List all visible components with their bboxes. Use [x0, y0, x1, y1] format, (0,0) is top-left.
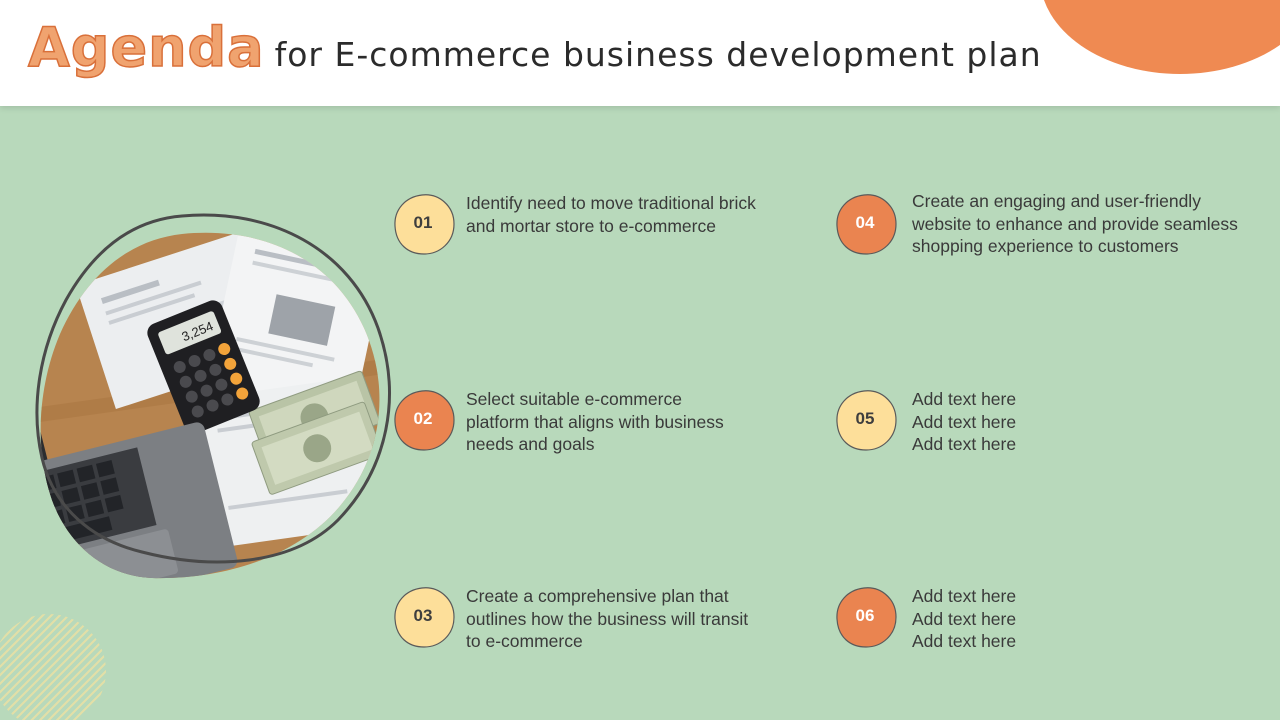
- agenda-text-line: Add text here: [912, 631, 1017, 651]
- agenda-text: Add text here Add text here Add text her…: [912, 585, 1280, 653]
- agenda-number: 02: [413, 409, 433, 428]
- agenda-number: 06: [855, 606, 875, 625]
- agenda-text-line: outlines how the business will transit: [466, 608, 749, 629]
- agenda-text-line: Add text here: [912, 608, 1017, 629]
- agenda-text-line: Create a comprehensive plan that: [466, 586, 729, 606]
- title-highlight: Agenda: [27, 15, 265, 80]
- header-decorative-blob: [1040, 0, 1280, 74]
- agenda-text: Create an engaging and user-friendly web…: [912, 190, 1280, 258]
- agenda-text-line: Add text here: [912, 586, 1017, 606]
- agenda-item-02: 02 Select suitable e-commerce platform t…: [392, 388, 762, 468]
- title-rest: for E-commerce business development plan: [274, 35, 1042, 74]
- agenda-badge-01: 01: [392, 192, 458, 258]
- agenda-badge-06: 06: [834, 585, 900, 651]
- agenda-number: 01: [413, 213, 433, 232]
- agenda-badge-04: 04: [834, 192, 900, 258]
- agenda-text-line: to e-commerce: [466, 631, 583, 651]
- decorative-striped-circle: [0, 614, 106, 720]
- agenda-item-03: 03 Create a comprehensive plan that outl…: [392, 585, 762, 665]
- agenda-text: Select suitable e-commerce platform that…: [466, 388, 836, 456]
- agenda-text-line: Identify need to move traditional brick: [466, 193, 756, 213]
- agenda-item-04: 04 Create an engaging and user-friendly …: [834, 190, 1238, 270]
- agenda-text-line: Add text here: [912, 411, 1017, 432]
- agenda-text-line: platform that aligns with business: [466, 411, 724, 432]
- agenda-item-06: 06 Add text here Add text here Add text …: [834, 585, 1204, 665]
- agenda-text-line: needs and goals: [466, 434, 595, 454]
- agenda-number: 03: [413, 606, 433, 625]
- laptop-calculator-money-photo: 3,254: [32, 208, 392, 588]
- agenda-text-line: and mortar store to e-commerce: [466, 215, 716, 236]
- agenda-text-line: Add text here: [912, 434, 1017, 454]
- agenda-item-05: 05 Add text here Add text here Add text …: [834, 388, 1204, 468]
- agenda-badge-03: 03: [392, 585, 458, 651]
- agenda-text: Add text here Add text here Add text her…: [912, 388, 1280, 456]
- agenda-text-line: Add text here: [912, 389, 1017, 409]
- agenda-number: 04: [855, 213, 875, 232]
- agenda-text-line: Create an engaging and user-friendly: [912, 191, 1201, 211]
- agenda-item-01: 01 Identify need to move traditional bri…: [392, 192, 762, 272]
- agenda-text-line: shopping experience to customers: [912, 236, 1179, 256]
- agenda-badge-02: 02: [392, 388, 458, 454]
- agenda-text-line: Select suitable e-commerce: [466, 389, 682, 409]
- agenda-text: Identify need to move traditional brick …: [466, 192, 836, 237]
- agenda-text: Create a comprehensive plan that outline…: [466, 585, 836, 653]
- agenda-number: 05: [855, 409, 875, 428]
- agenda-badge-05: 05: [834, 388, 900, 454]
- agenda-text-line: website to enhance and provide seamless: [912, 213, 1238, 234]
